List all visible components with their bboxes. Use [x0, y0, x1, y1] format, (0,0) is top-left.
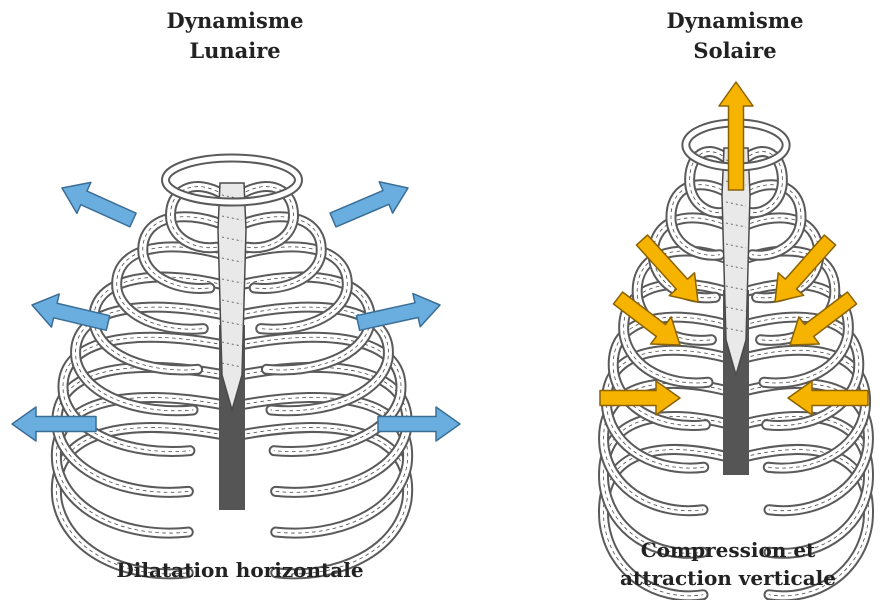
right-caption-line1: Compression et [578, 536, 878, 564]
blue-expansion-arrow [326, 172, 414, 235]
left-ribcage [56, 158, 407, 574]
blue-expansion-arrow [55, 173, 140, 236]
right-title-line2: Solaire [630, 36, 840, 66]
right-ribcage [603, 123, 868, 596]
left-title-line2: Lunaire [130, 36, 340, 66]
right-ribcage-illustration [570, 80, 888, 550]
left-caption-line1: Dilatation horizontale [40, 556, 440, 584]
right-panel-caption: Compression et attraction verticale [578, 536, 878, 592]
left-ribcage-illustration [0, 80, 470, 540]
left-panel-caption: Dilatation horizontale [40, 556, 440, 584]
left-panel-title: Dynamisme Lunaire [130, 6, 340, 66]
right-caption-line2: attraction verticale [578, 564, 878, 592]
left-title-line1: Dynamisme [130, 6, 340, 36]
right-title-line1: Dynamisme [630, 6, 840, 36]
right-panel-title: Dynamisme Solaire [630, 6, 840, 66]
sternum [218, 183, 246, 410]
